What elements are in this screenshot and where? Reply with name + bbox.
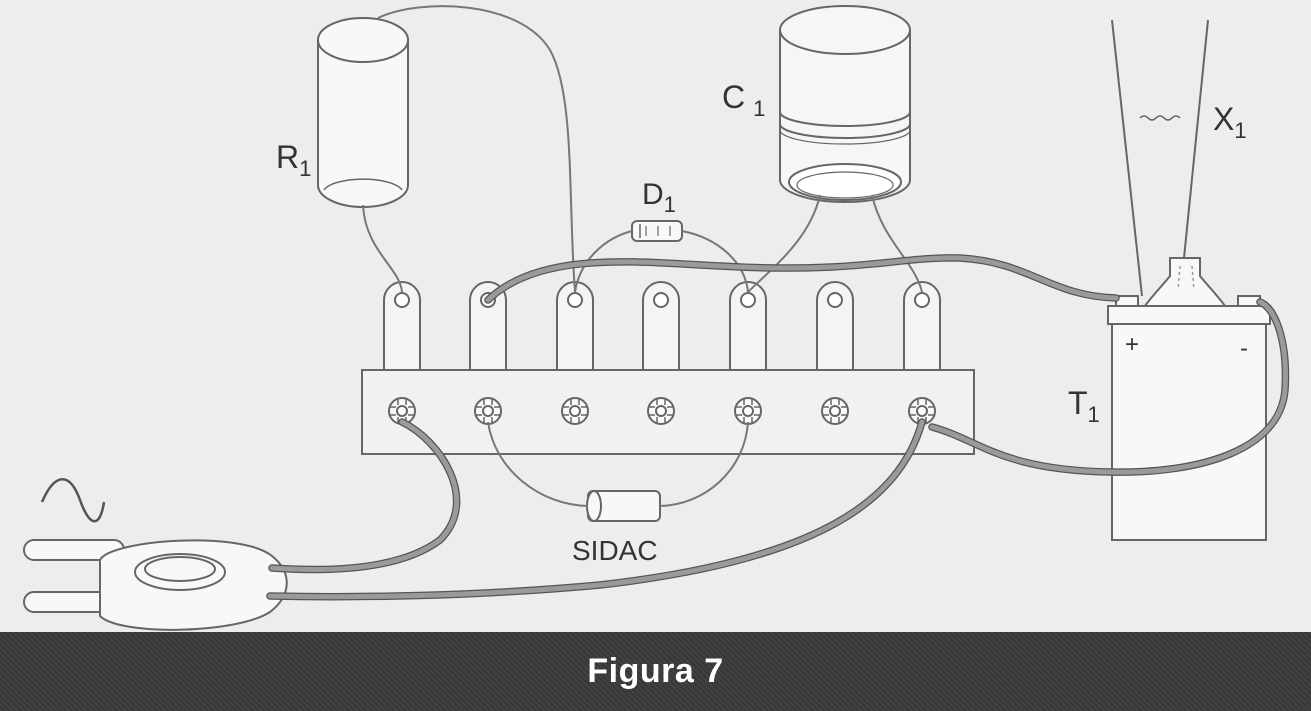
terminal-lug-1 xyxy=(383,281,421,372)
wire-d1-lug3 xyxy=(574,230,633,293)
terminal-lug-5 xyxy=(729,281,767,372)
diode-d1 xyxy=(631,220,683,242)
terminal-block xyxy=(361,369,975,455)
label-d1: D1 xyxy=(642,178,676,217)
ac-wave-icon xyxy=(40,478,106,523)
caption-bar: Figura 7 xyxy=(0,632,1311,711)
transformer-t1 xyxy=(1107,257,1271,541)
sidac-component xyxy=(586,490,661,522)
wire-d1-lug5 xyxy=(681,230,749,293)
label-r1: R1 xyxy=(276,139,311,181)
terminal-lug-7 xyxy=(903,281,941,372)
wire-r1-top-lug3 xyxy=(377,5,576,293)
wire-c1-lug7 xyxy=(871,194,923,293)
capacitor-c1 xyxy=(779,5,911,203)
label-sidac: SIDAC xyxy=(572,535,658,566)
lamp-x1 xyxy=(1111,19,1209,297)
terminal-lug-4 xyxy=(642,281,680,372)
wire-sidac-right xyxy=(659,421,749,507)
thick-wires xyxy=(266,254,1290,601)
terminal-lug-6 xyxy=(816,281,854,372)
wire-sidac-left xyxy=(487,421,589,507)
resistor-r1 xyxy=(317,17,409,208)
wire-r1-lug1 xyxy=(362,204,403,293)
label-plus: + xyxy=(1125,331,1139,358)
wire-c1-lug5 xyxy=(747,194,821,293)
terminal-lugs xyxy=(383,281,941,372)
circuit-diagram: R1 C1 D1 X1 T1 SIDAC + - xyxy=(23,5,1290,631)
terminal-lug-2 xyxy=(469,281,507,372)
ac-plug xyxy=(23,539,288,631)
thin-wires xyxy=(362,5,923,507)
figure-caption: Figura 7 xyxy=(587,652,724,690)
label-x1: X1 xyxy=(1213,101,1247,143)
label-t1: T1 xyxy=(1068,385,1100,427)
label-minus: - xyxy=(1240,335,1248,362)
